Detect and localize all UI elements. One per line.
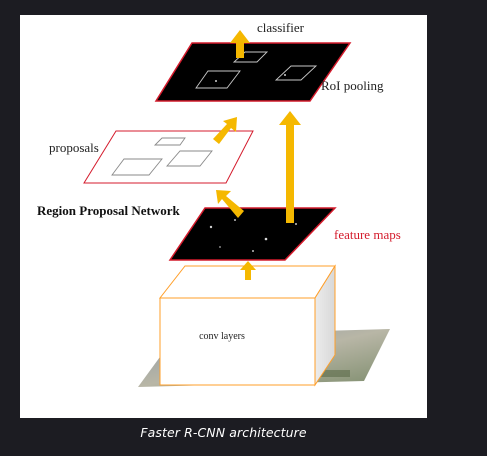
roi-pooling-plane: RoI pooling: [154, 42, 384, 102]
flow-arrows: [213, 30, 301, 280]
rpn-label: Region Proposal Network: [37, 203, 181, 218]
proposals-label: proposals: [49, 140, 99, 155]
conv-layers-block: conv layers: [158, 264, 336, 387]
conv-layers-label: conv layers: [199, 331, 245, 342]
arrow-proposals-to-roi: [213, 117, 237, 144]
arrow-rpn-to-proposals: [216, 190, 244, 218]
roi-pooling-label: RoI pooling: [321, 78, 384, 93]
arrow-roi-to-classifier: [230, 30, 250, 58]
classifier-label: classifier: [257, 20, 305, 35]
image-label: image: [235, 388, 266, 402]
feature-maps-label: feature maps: [334, 227, 401, 242]
figure-caption: Faster R-CNN architecture: [140, 425, 307, 440]
proposals-plane: proposals: [49, 130, 254, 184]
arrow-features-to-roi: [279, 111, 301, 223]
arrow-conv-to-features: [240, 261, 256, 280]
figure-panel: image conv layers feature maps: [20, 15, 427, 418]
feature-maps-plane: feature maps: [168, 207, 401, 261]
faster-rcnn-diagram: image conv layers feature maps: [37, 20, 401, 402]
